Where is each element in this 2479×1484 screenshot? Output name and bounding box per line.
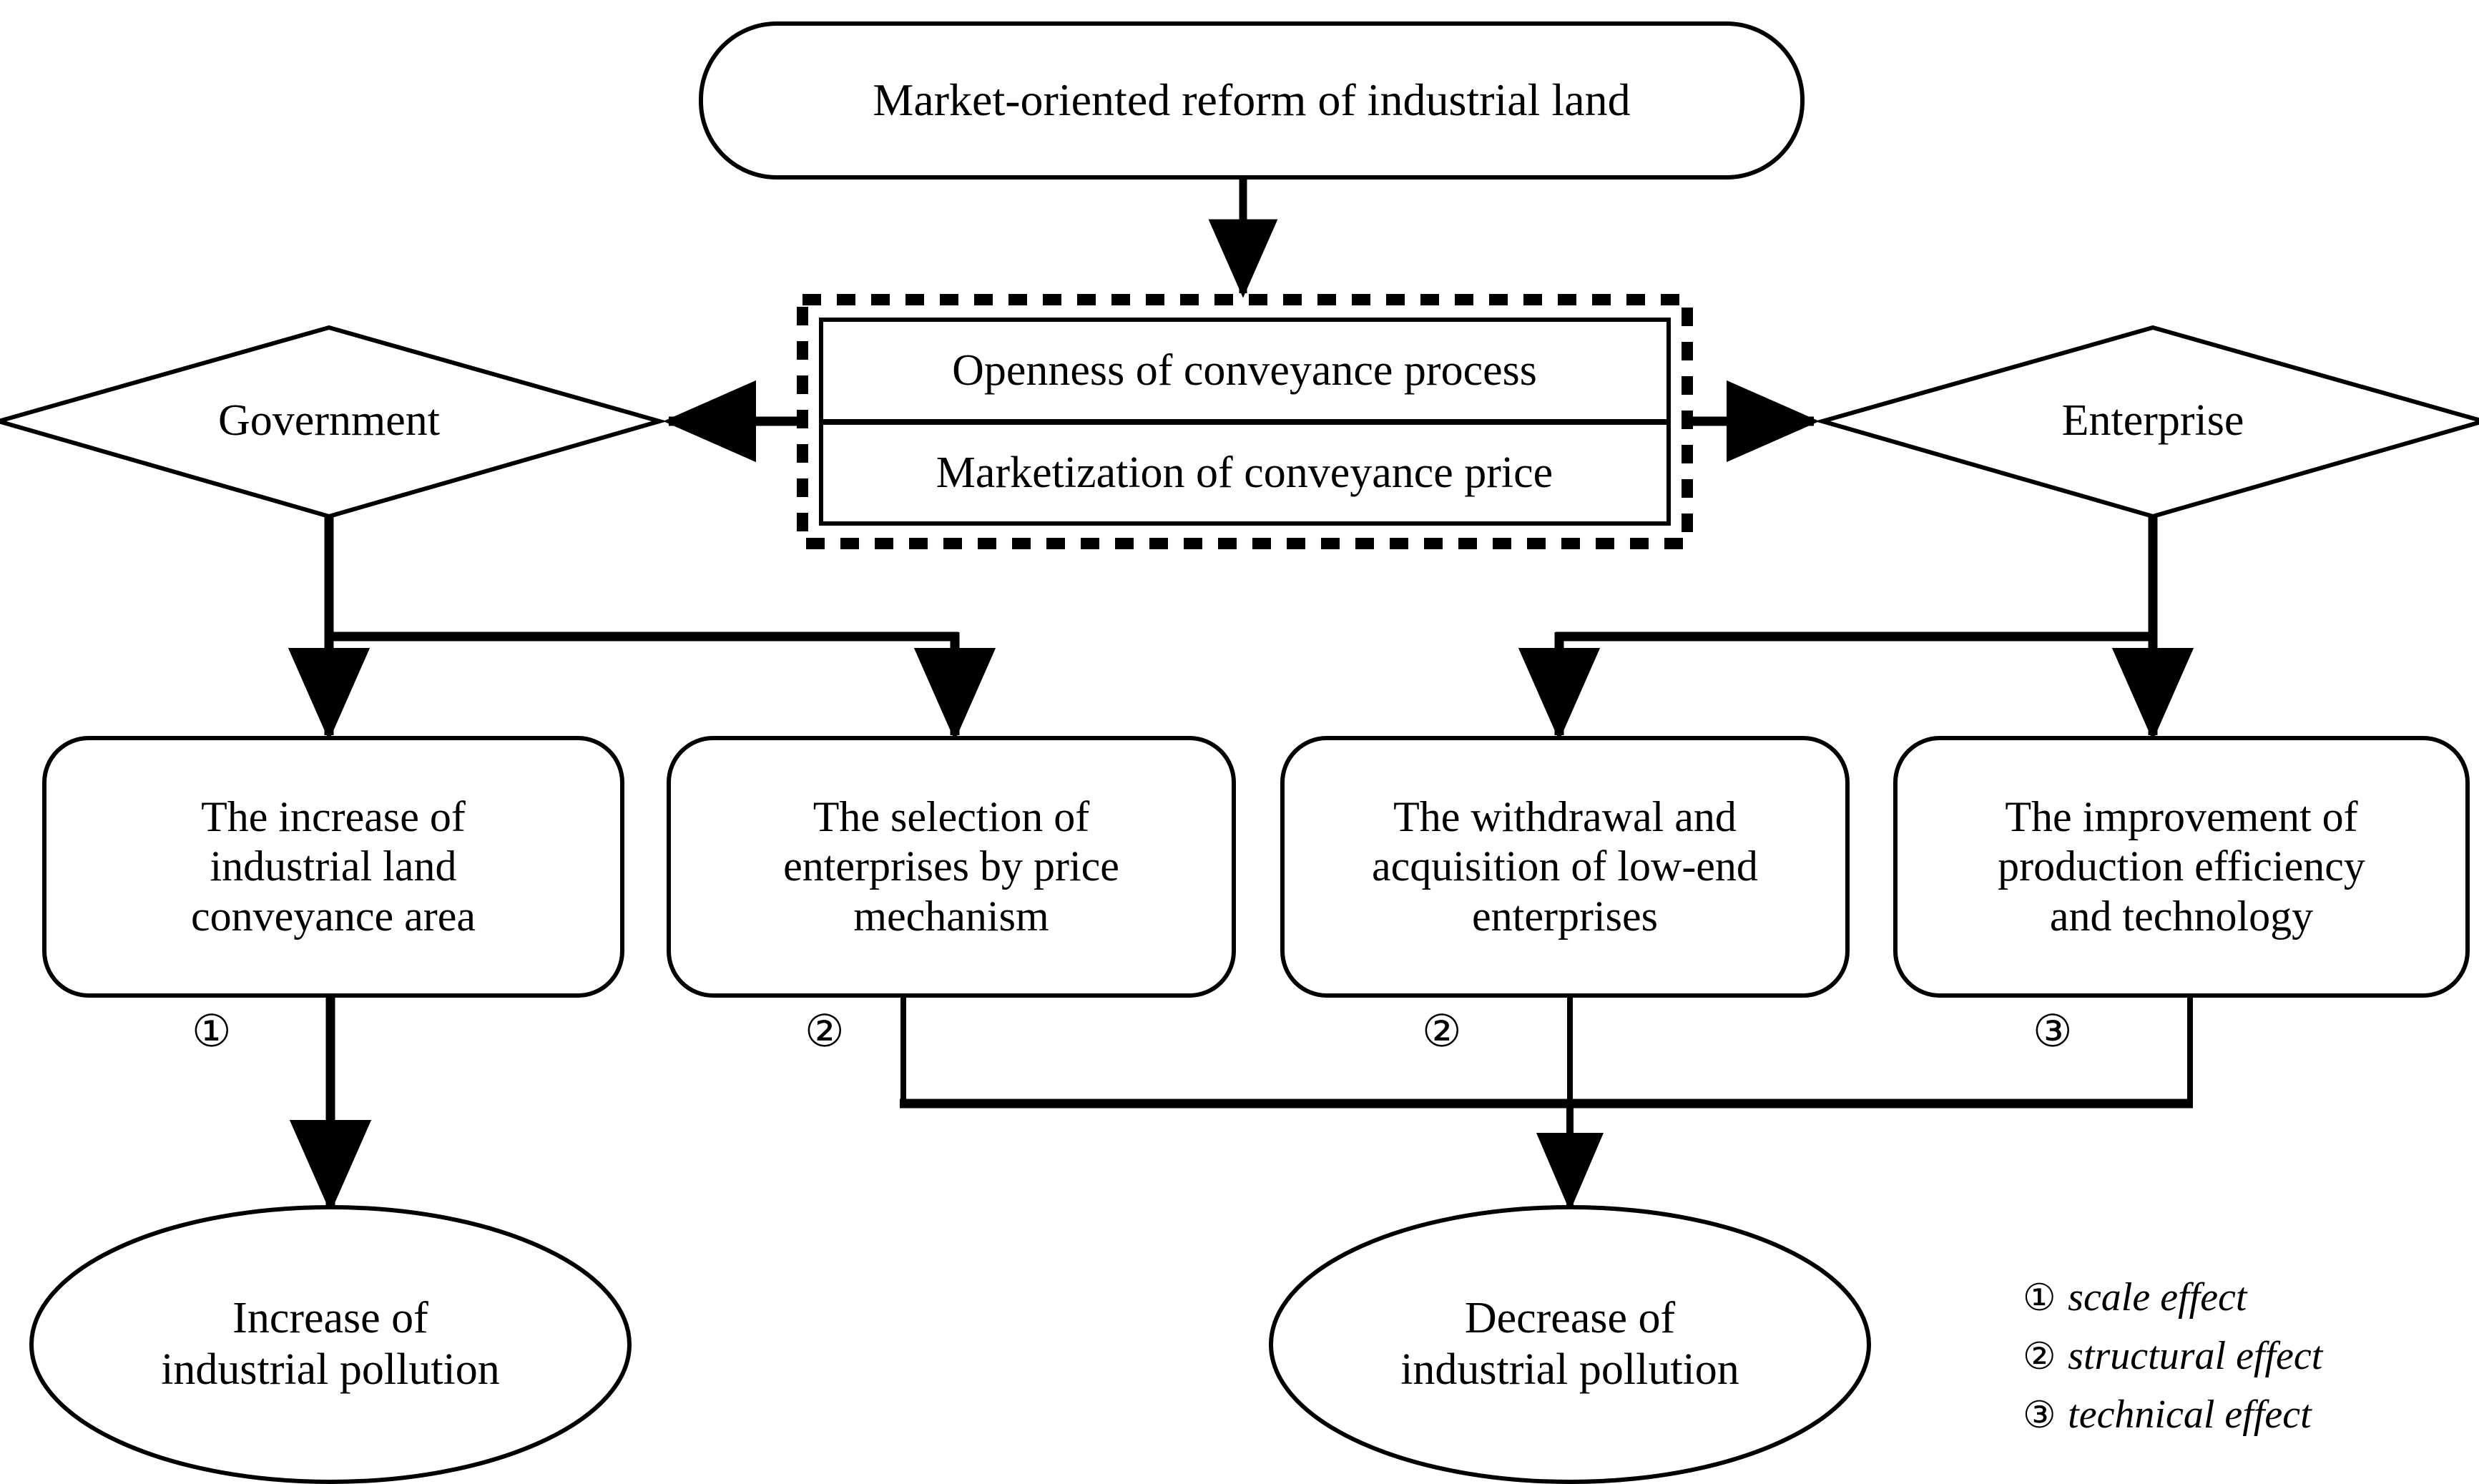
mechanism-box-4-shape xyxy=(1893,736,2470,998)
legend-mark-3: ③ xyxy=(2023,1394,2068,1437)
outcome-decrease-ellipse-shape xyxy=(1269,1205,1871,1484)
legend-item-1: ① scale effect xyxy=(2023,1272,2247,1324)
legend-item-2: ② structural effect xyxy=(2023,1330,2322,1382)
legend-mark-1: ① xyxy=(2023,1277,2068,1320)
legend-mark-2: ② xyxy=(2023,1335,2068,1378)
government-diamond-shape xyxy=(0,325,667,519)
legend-label-3: technical effect xyxy=(2068,1392,2312,1437)
mechanism-box-2-shape xyxy=(667,736,1236,998)
legend-label-2: structural effect xyxy=(2068,1334,2323,1378)
mechanism-box-3-shape xyxy=(1280,736,1850,998)
effect-mark-box-4: ③ xyxy=(2033,1005,2073,1057)
enterprise-diamond-shape xyxy=(1815,325,2479,519)
legend-item-3: ③ technical effect xyxy=(2023,1389,2312,1441)
effect-mark-box-2: ② xyxy=(805,1005,845,1057)
effect-mark-box-3: ② xyxy=(1422,1005,1462,1057)
title-node-shape xyxy=(699,21,1805,180)
outcome-increase-ellipse-shape xyxy=(29,1205,632,1484)
mechanism-box-1-shape xyxy=(42,736,624,998)
effect-mark-box-1: ① xyxy=(192,1005,232,1057)
legend-label-1: scale effect xyxy=(2068,1275,2247,1320)
